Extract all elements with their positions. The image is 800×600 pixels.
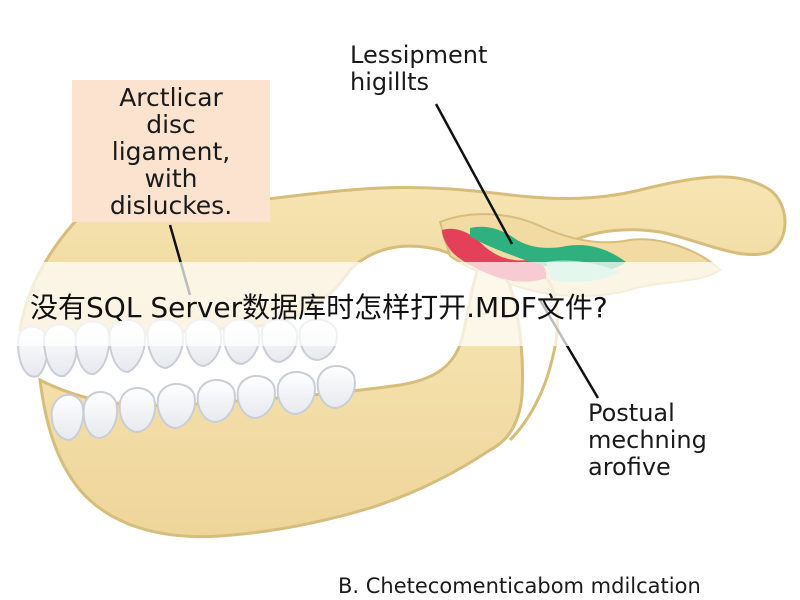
bottom-right-label: Postual mechning arofive	[588, 399, 707, 481]
title-banner	[0, 262, 800, 346]
figure-caption: B. Chetecomenticabom mdilcation	[338, 574, 701, 598]
top-right-label: Lessipment higillts	[350, 41, 488, 96]
lower-teeth	[50, 365, 356, 442]
disc-ligament-label: Arctlicar disc ligament, with disluckes.	[72, 80, 270, 222]
leader-line-top	[434, 103, 514, 245]
overlay-title: 没有SQL Server数据库时怎样打开.MDF文件?	[30, 291, 608, 324]
